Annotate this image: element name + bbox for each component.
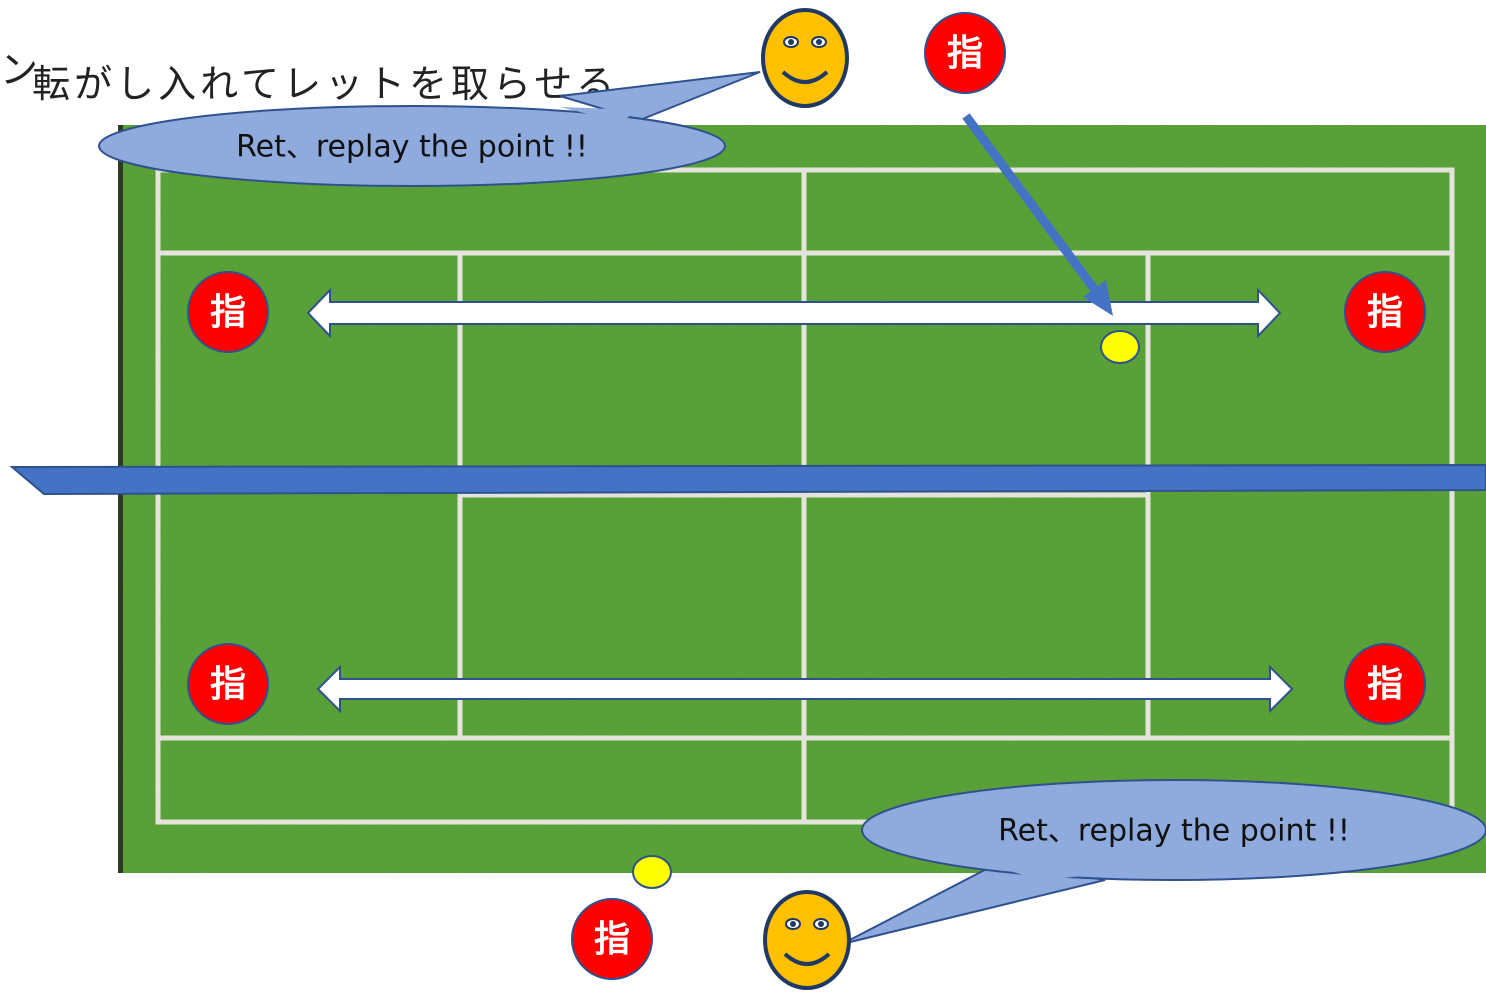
ball-path-arrow bbox=[962, 113, 1113, 316]
finger-label: 指 bbox=[1367, 664, 1403, 705]
finger-marker-bottom: 指 bbox=[571, 898, 653, 980]
title-line-1: 転がし入れてレットを取らせる bbox=[32, 62, 619, 106]
bubble-text-bottom: Ret、replay the point !! bbox=[998, 814, 1350, 849]
finger-marker-lower-right: 指 bbox=[1344, 643, 1426, 725]
finger-label: 指 bbox=[1367, 292, 1403, 333]
finger-label: 指 bbox=[947, 33, 983, 74]
title-line-2: ン bbox=[0, 48, 43, 92]
tennis-ball-icon bbox=[1100, 330, 1140, 364]
double-arrow-top bbox=[306, 287, 1282, 339]
finger-marker-top: 指 bbox=[924, 12, 1006, 94]
diagram-title: 転がし入れてレットを取らせる ン bbox=[0, 0, 618, 174]
tennis-court bbox=[118, 125, 1486, 873]
smiley-icon bbox=[763, 890, 851, 990]
finger-label: 指 bbox=[594, 919, 630, 960]
speech-bubble-bottom: Ret、replay the point !! bbox=[841, 779, 1486, 945]
finger-marker-upper-left: 指 bbox=[187, 271, 269, 353]
speech-bubble-top: Ret、replay the point !! bbox=[98, 71, 761, 187]
finger-label: 指 bbox=[210, 664, 246, 705]
finger-marker-lower-left: 指 bbox=[187, 643, 269, 725]
bubble-text-top: Ret、replay the point !! bbox=[236, 130, 588, 165]
double-arrow-bottom bbox=[316, 664, 1294, 714]
court-lines bbox=[155, 167, 1455, 825]
tennis-ball-icon bbox=[632, 855, 672, 889]
finger-label: 指 bbox=[210, 292, 246, 333]
arrows bbox=[306, 287, 1294, 714]
smiley-icon bbox=[761, 8, 849, 108]
net bbox=[9, 463, 1486, 496]
finger-marker-upper-right: 指 bbox=[1344, 271, 1426, 353]
